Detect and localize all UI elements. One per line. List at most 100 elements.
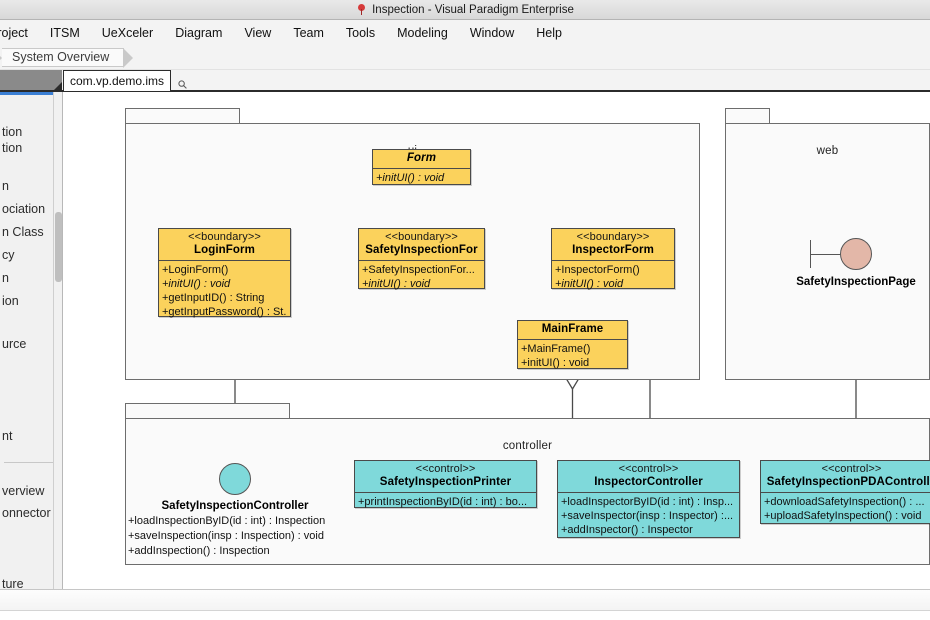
- palette-item-label: n Class: [2, 224, 44, 239]
- menu-item-tools[interactable]: Tools: [345, 25, 376, 40]
- palette-item-11[interactable]: onnector: [0, 501, 62, 524]
- uml-class-operations: +initUI() : void: [373, 169, 470, 188]
- status-bar-bottom: [0, 610, 930, 620]
- menu-item-team[interactable]: Team: [293, 25, 324, 40]
- uml-class-name: SafetyInspectionFor: [365, 244, 478, 256]
- uml-class-operations: +LoginForm()+initUI() : void+getInputID(…: [159, 261, 290, 322]
- menu-item-uexceler[interactable]: UeXceler: [101, 25, 154, 40]
- package-body: [725, 123, 930, 380]
- uml-class-safetyinspectionform[interactable]: <<boundary>>SafetyInspectionFor +SafetyIn…: [358, 228, 485, 290]
- package-tab: [125, 403, 290, 419]
- palette-item-label: tion: [2, 124, 23, 139]
- palette-item-label: tion: [2, 140, 23, 155]
- palette-item-9[interactable]: nt: [0, 424, 62, 447]
- palette-item-7[interactable]: ion: [0, 289, 62, 312]
- uml-class-operations: +downloadSafetyInspection() : ...+upload…: [761, 493, 930, 526]
- menu-item-help[interactable]: Help: [536, 25, 562, 40]
- uml-class-name: InspectorForm: [572, 244, 654, 256]
- palette-item-label: ture: [2, 576, 24, 590]
- uml-operation: +initUI() : void: [162, 278, 231, 290]
- menu-bar: Project ITSM UeXceler Diagram View Team Tools M…: [0, 20, 930, 45]
- magnifier-icon[interactable]: [178, 80, 187, 89]
- uml-operation: +initUI() : void: [555, 278, 624, 290]
- uml-class-stereotype: <<boundary>>: [188, 231, 261, 243]
- uml-class-header: <<boundary>>InspectorForm: [552, 229, 674, 261]
- uml-class-name: LoginForm: [194, 244, 255, 256]
- palette-item-label: cy: [2, 247, 15, 262]
- menu-item-project[interactable]: Project: [0, 25, 28, 40]
- uml-operation: +initUI() : void: [521, 357, 590, 369]
- uml-node-safetyinspectionpage[interactable]: SafetyInspectionPage: [64, 92, 930, 589]
- uml-class-stereotype: <<control>>: [618, 463, 679, 475]
- palette-item-label: nt: [2, 428, 13, 443]
- breadcrumb-item-system-overview[interactable]: System Overview: [0, 47, 134, 68]
- uml-operation: +addInspection() : Inspection: [128, 545, 270, 557]
- package-web[interactable]: web: [725, 108, 930, 380]
- package-tab: [125, 108, 240, 124]
- title-bar: Inspection - Visual Paradigm Enterprise: [0, 0, 930, 20]
- uml-class-header: <<control>>InspectorController: [558, 461, 739, 493]
- breadcrumb-bar: System Overview: [0, 45, 930, 70]
- uml-class-safetyinspectionprinter[interactable]: <<control>>SafetyInspectionPrinter+print…: [354, 460, 537, 508]
- uml-node-operations: +loadInspectionByID(id : int) : Inspecti…: [128, 514, 325, 559]
- window-title: Inspection - Visual Paradigm Enterprise: [372, 3, 574, 16]
- palette-item-label: onnector: [2, 505, 51, 520]
- uml-class-loginform[interactable]: <<boundary>>LoginForm+LoginForm()+initUI…: [158, 228, 291, 318]
- palette-scrollbar[interactable]: [53, 92, 62, 589]
- uml-operation: +initUI() : void: [362, 278, 431, 290]
- uml-class-form[interactable]: Form +initUI() : void: [372, 149, 471, 185]
- palette-item-12[interactable]: ture: [0, 572, 62, 590]
- palette-item-3[interactable]: ociation: [0, 197, 62, 220]
- uml-class-operations: +loadInspectorByID(id : int) : Insp...+s…: [558, 493, 739, 540]
- uml-operation: +getInputID() : String: [162, 292, 265, 304]
- uml-operation: +InspectorForm(): [555, 264, 640, 276]
- palette-item-label: urce: [2, 336, 27, 351]
- uml-class-stereotype: <<boundary>>: [385, 231, 458, 243]
- uml-class-mainframe[interactable]: MainFrame+MainFrame()+initUI() : void: [517, 320, 628, 369]
- palette-item-label: ociation: [2, 201, 46, 216]
- uml-class-header: MainFrame: [518, 321, 627, 340]
- palette-item-8[interactable]: urce: [0, 332, 62, 355]
- palette-separator: [4, 462, 59, 463]
- uml-operation: +loadInspectorByID(id : int) : Insp...: [561, 496, 734, 508]
- uml-operation: +addInspector() : Inspector: [561, 524, 693, 536]
- uml-class-operations: +MainFrame()+initUI() : void: [518, 340, 627, 373]
- menu-item-view[interactable]: View: [244, 25, 272, 40]
- palette-item-4[interactable]: n Class: [0, 220, 62, 243]
- uml-class-name: SafetyInspectionPrinter: [379, 476, 512, 488]
- uml-node-label: SafetyInspectionPage: [796, 276, 916, 288]
- uml-operation: +getInputPassword() : St...: [162, 306, 287, 318]
- control-circle-icon[interactable]: [219, 463, 251, 495]
- palette-item-label: verview: [2, 483, 45, 498]
- palette-item-label: n: [2, 178, 9, 193]
- tab-com-vp-demo-ims[interactable]: com.vp.demo.ims: [63, 70, 172, 91]
- menu-item-itsm[interactable]: ITSM: [49, 25, 80, 40]
- uml-operation: +downloadSafetyInspection() : ...: [764, 496, 925, 508]
- uml-class-inspectorcontroller[interactable]: <<control>>InspectorController+loadInspe…: [557, 460, 740, 538]
- boundary-circle-icon[interactable]: [840, 238, 872, 270]
- uml-operation: +loadInspectionByID(id : int) : Inspecti…: [128, 515, 326, 527]
- uml-class-header: Form: [373, 150, 470, 169]
- diagram-canvas[interactable]: uicontrollerwebForm+initUI() : void<<bou…: [64, 92, 930, 589]
- uml-node-safetyinspectioncontroller[interactable]: SafetyInspectionController+loadInspectio…: [64, 92, 930, 589]
- uml-operation: +printInspectionByID(id : int) : bo...: [358, 496, 528, 508]
- uml-class-operations: +SafetyInspectionFor... +initUI() : void: [359, 261, 484, 294]
- palette-scrollbar-thumb[interactable]: [55, 212, 62, 282]
- uml-operation: +saveInspection(insp : Inspection) : voi…: [128, 530, 324, 542]
- uml-operation: +initUI() : void: [376, 172, 445, 184]
- package-tab: [725, 108, 770, 124]
- menu-item-window[interactable]: Window: [469, 25, 515, 40]
- uml-class-inspectorform[interactable]: <<boundary>>InspectorForm +InspectorForm(…: [551, 228, 675, 290]
- uml-class-name: Form: [406, 152, 437, 164]
- tab-strip: com.vp.demo.ims: [0, 70, 930, 92]
- palette-item-0[interactable]: tion: [0, 120, 62, 143]
- uml-operation: +SafetyInspectionFor...: [362, 264, 475, 276]
- uml-class-name: SafetyInspectionPDAControlle: [766, 476, 930, 488]
- menu-item-modeling[interactable]: Modeling: [397, 25, 448, 40]
- palette-item-label: n: [2, 270, 9, 285]
- palette-item-label: ion: [2, 293, 19, 308]
- uml-class-safetyinspectionpdacontroller[interactable]: <<control>>SafetyInspectionPDAControlle+…: [760, 460, 930, 524]
- menu-item-diagram[interactable]: Diagram: [175, 25, 223, 40]
- pin-icon: [356, 3, 367, 16]
